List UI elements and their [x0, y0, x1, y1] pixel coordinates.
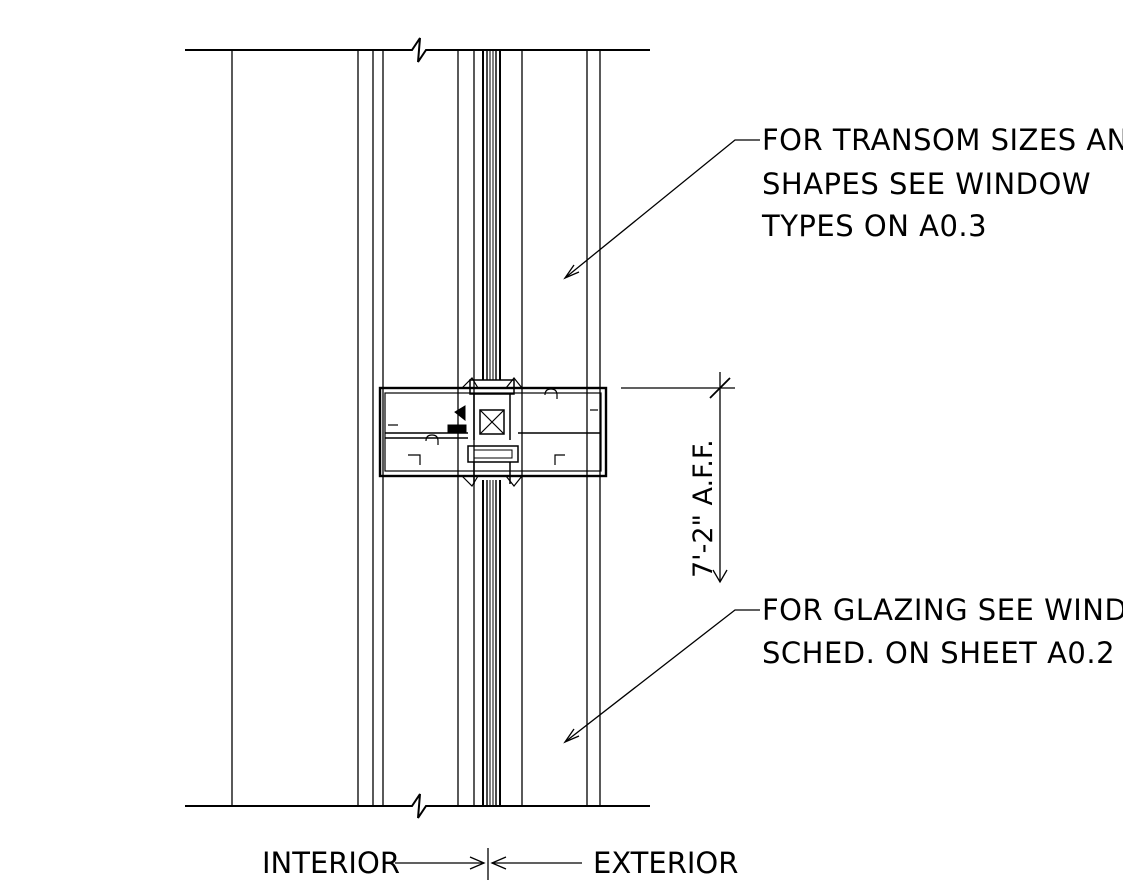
dimension-label: 7'-2" A.F.F.	[688, 439, 719, 578]
transom-note-line-1: FOR TRANSOM SIZES AND	[762, 123, 1123, 157]
dimension-aff	[621, 372, 735, 584]
transom-note-line-2: SHAPES SEE WINDOW	[762, 167, 1091, 201]
transom-note-leader	[563, 139, 760, 280]
glazing-note-line-2: SCHED. ON SHEET A0.2	[762, 636, 1115, 670]
interior-exterior-arrows	[395, 848, 582, 880]
interior-label: INTERIOR	[262, 846, 400, 880]
glazing-note-leader	[563, 609, 760, 744]
glazing-note-line-1: FOR GLAZING SEE WINDOW	[762, 593, 1123, 627]
transom-mullion-frame	[378, 377, 608, 487]
bottom-break-line	[185, 793, 650, 819]
exterior-label: EXTERIOR	[593, 846, 738, 880]
lower-glazing-unit	[482, 480, 501, 806]
top-break-line	[185, 37, 650, 63]
transom-note-line-3: TYPES ON A0.3	[761, 209, 987, 243]
upper-glazing-unit	[482, 50, 501, 380]
jamb-vertical-lines	[231, 50, 601, 806]
